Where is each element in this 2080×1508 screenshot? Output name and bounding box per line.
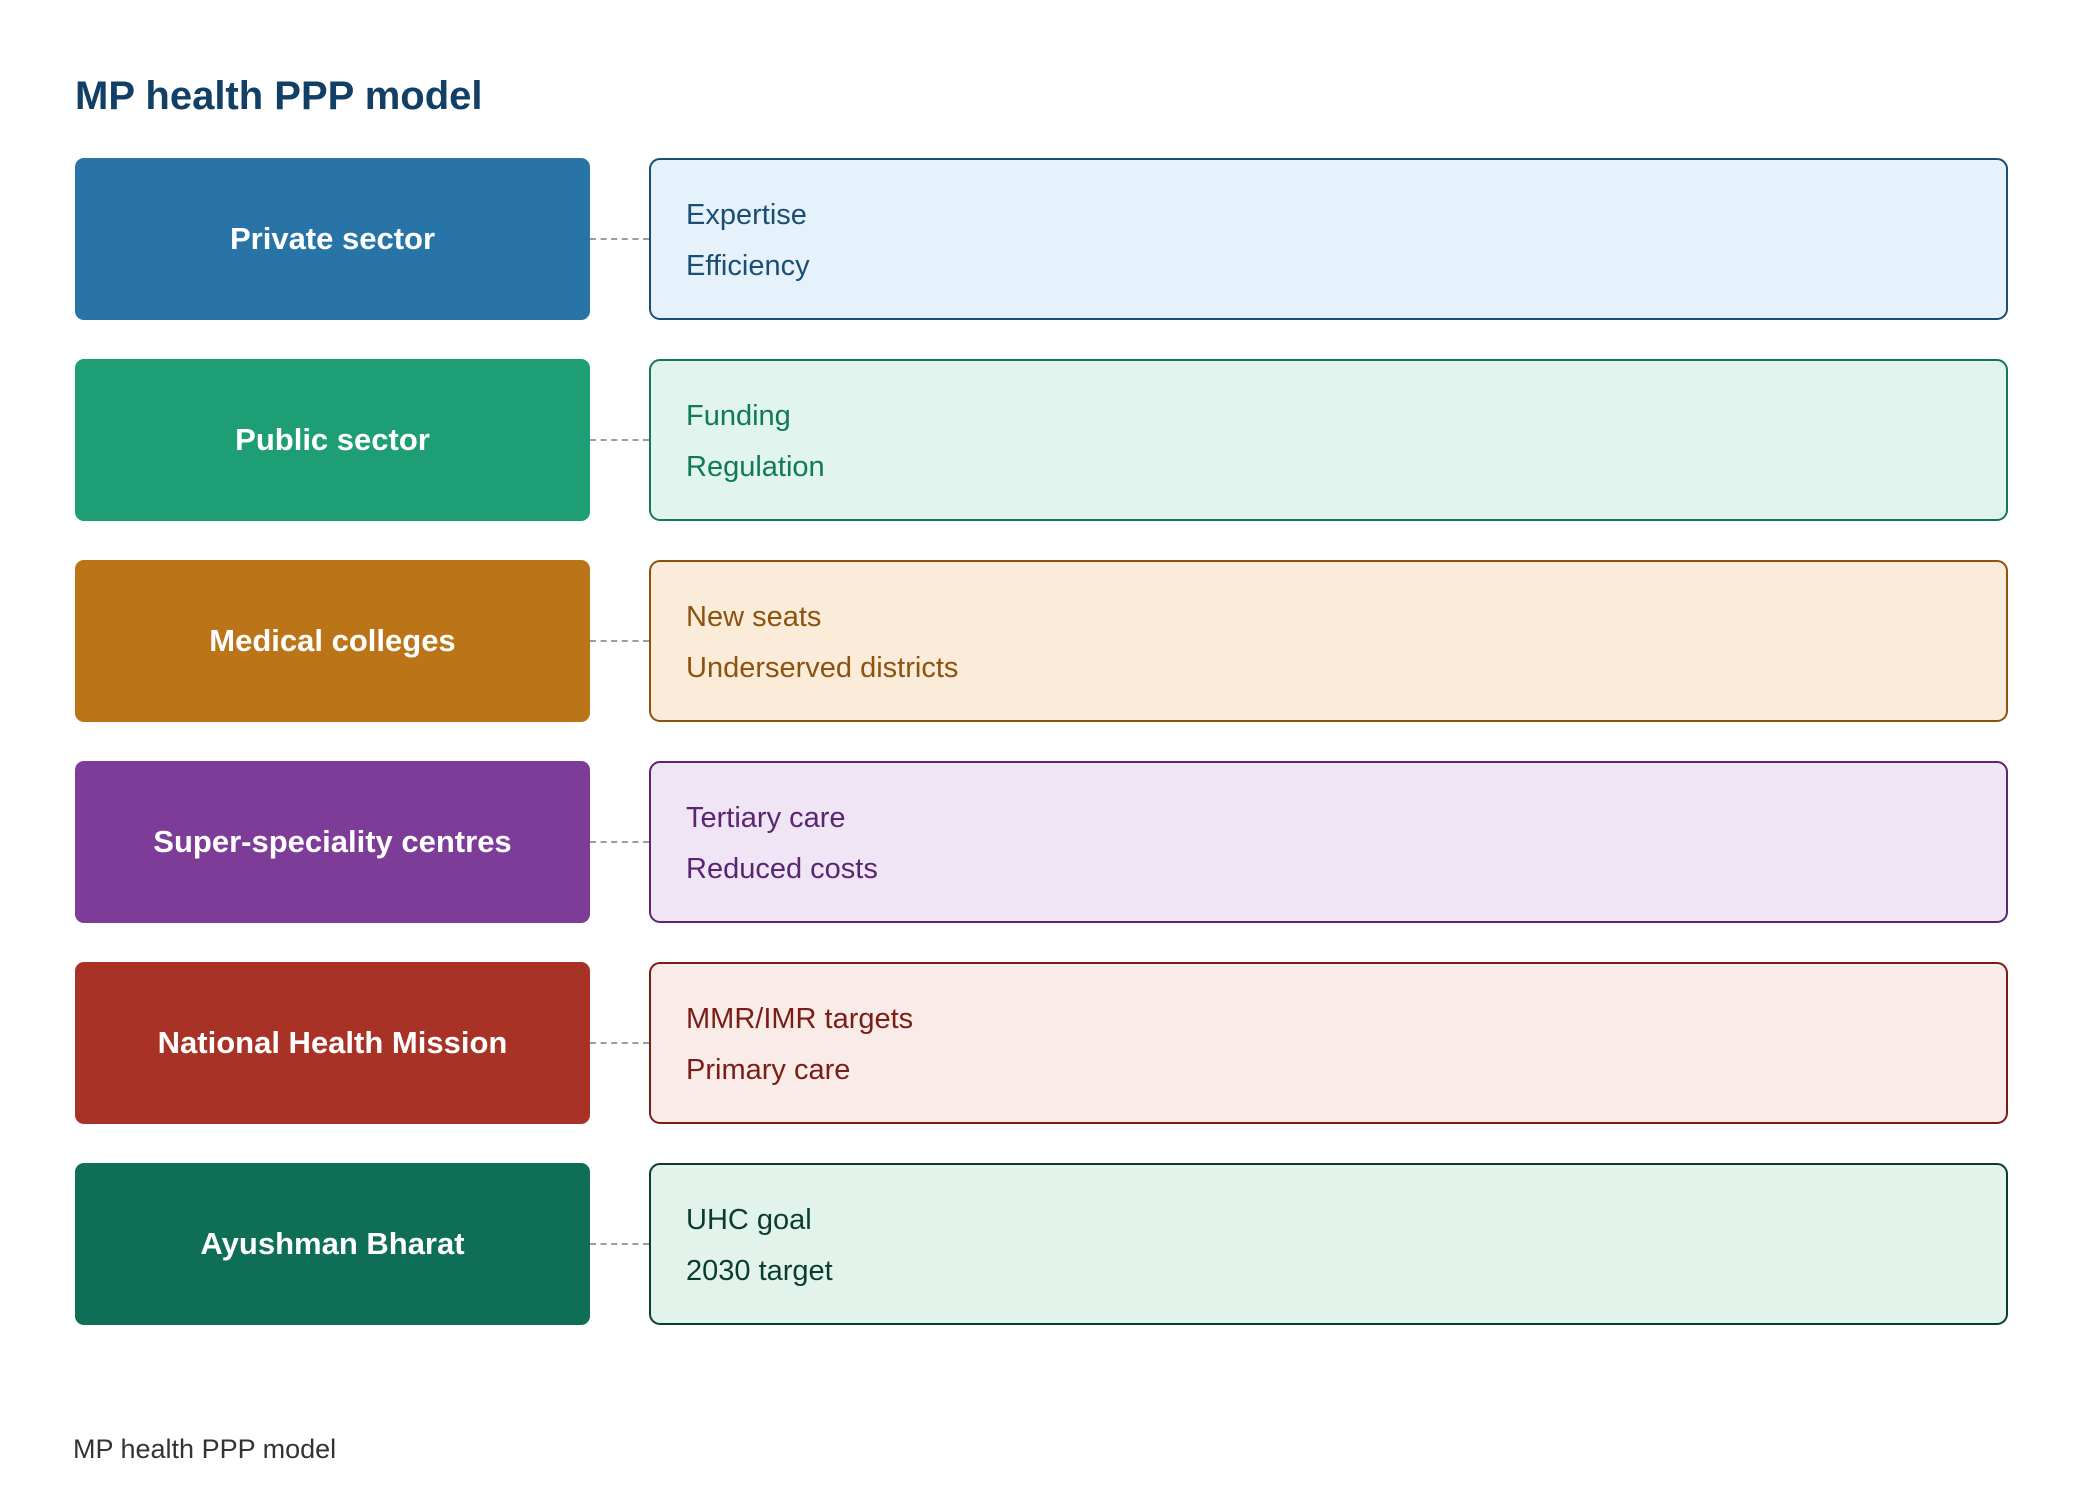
row-label: Super-speciality centres [153, 824, 512, 859]
detail-item: Tertiary care [686, 802, 846, 834]
detail-item: 2030 target [686, 1255, 833, 1287]
diagram-row: Medical colleges New seats Underserved d… [75, 560, 2008, 723]
detail-item: Efficiency [686, 250, 810, 282]
dashed-connector [590, 640, 649, 642]
diagram-row: Public sector Funding Regulation [75, 359, 2008, 522]
figure-caption: MP health PPP model [73, 1434, 337, 1464]
row-detail-box: MMR/IMR targets Primary care [649, 962, 2008, 1124]
row-detail-box: New seats Underserved districts [649, 560, 2008, 722]
row-label-box: Public sector [75, 359, 590, 521]
dashed-connector [590, 439, 649, 441]
detail-item: Primary care [686, 1054, 851, 1086]
row-label: Ayushman Bharat [200, 1226, 465, 1261]
detail-item: Funding [686, 400, 791, 432]
diagram-row: Super-speciality centres Tertiary care R… [75, 761, 2008, 924]
dashed-connector [590, 238, 649, 240]
row-label-box: Medical colleges [75, 560, 590, 722]
row-label: Medical colleges [209, 623, 456, 658]
detail-item: Regulation [686, 451, 825, 483]
row-label-box: Private sector [75, 158, 590, 320]
row-detail-box: Expertise Efficiency [649, 158, 2008, 320]
diagram-row: Ayushman Bharat UHC goal 2030 target [75, 1163, 2008, 1326]
row-detail-box: Tertiary care Reduced costs [649, 761, 2008, 923]
row-label-box: National Health Mission [75, 962, 590, 1124]
dashed-connector [590, 1243, 649, 1245]
detail-item: Reduced costs [686, 853, 878, 885]
diagram: Private sector Expertise Efficiency Publ… [75, 158, 2008, 1364]
dashed-connector [590, 841, 649, 843]
detail-item: MMR/IMR targets [686, 1003, 914, 1035]
detail-item: Underserved districts [686, 652, 959, 684]
row-label-box: Ayushman Bharat [75, 1163, 590, 1325]
row-detail-box: Funding Regulation [649, 359, 2008, 521]
detail-item: UHC goal [686, 1204, 812, 1236]
page-title: MP health PPP model [75, 74, 483, 118]
dashed-connector [590, 1042, 649, 1044]
row-label: Public sector [235, 422, 430, 457]
row-label: Private sector [229, 221, 436, 256]
diagram-row: National Health Mission MMR/IMR targets … [75, 962, 2008, 1125]
detail-item: New seats [686, 601, 822, 633]
row-label-box: Super-speciality centres [75, 761, 590, 923]
row-label: National Health Mission [157, 1025, 508, 1060]
detail-item: Expertise [686, 199, 807, 231]
diagram-row: Private sector Expertise Efficiency [75, 158, 2008, 321]
row-detail-box: UHC goal 2030 target [649, 1163, 2008, 1325]
